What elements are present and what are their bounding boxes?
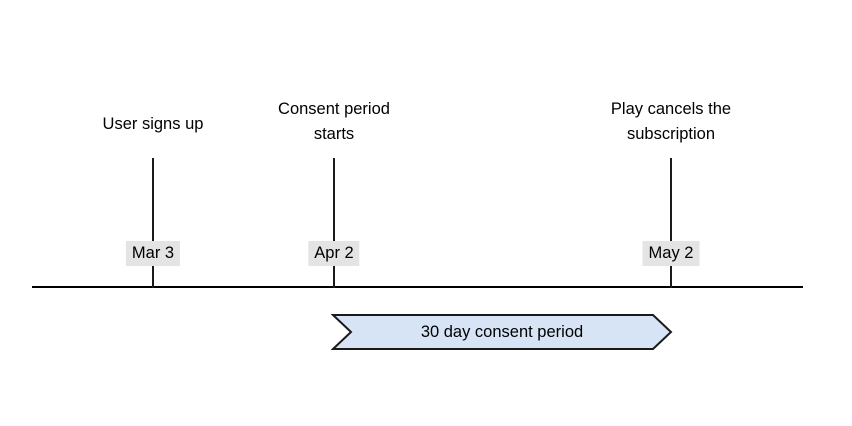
event-label-consent-start: Consent period starts xyxy=(278,100,390,143)
consent-period-label: 30 day consent period xyxy=(420,322,584,341)
event-tick-line xyxy=(333,158,335,288)
event-label-signup: User signs up xyxy=(102,115,204,133)
event-label-play-cancel: Play cancels the subscription xyxy=(610,100,732,143)
timeline-axis xyxy=(32,286,803,288)
event-tick-line xyxy=(152,158,154,288)
event-tick-line xyxy=(670,158,672,288)
consent-period-banner: 30 day consent period xyxy=(331,313,673,351)
event-date-play-cancel: May 2 xyxy=(642,241,700,266)
event-date-signup: Mar 3 xyxy=(125,241,181,266)
chevron-banner-shape xyxy=(331,314,673,350)
event-date-consent-start: Apr 2 xyxy=(308,241,360,266)
